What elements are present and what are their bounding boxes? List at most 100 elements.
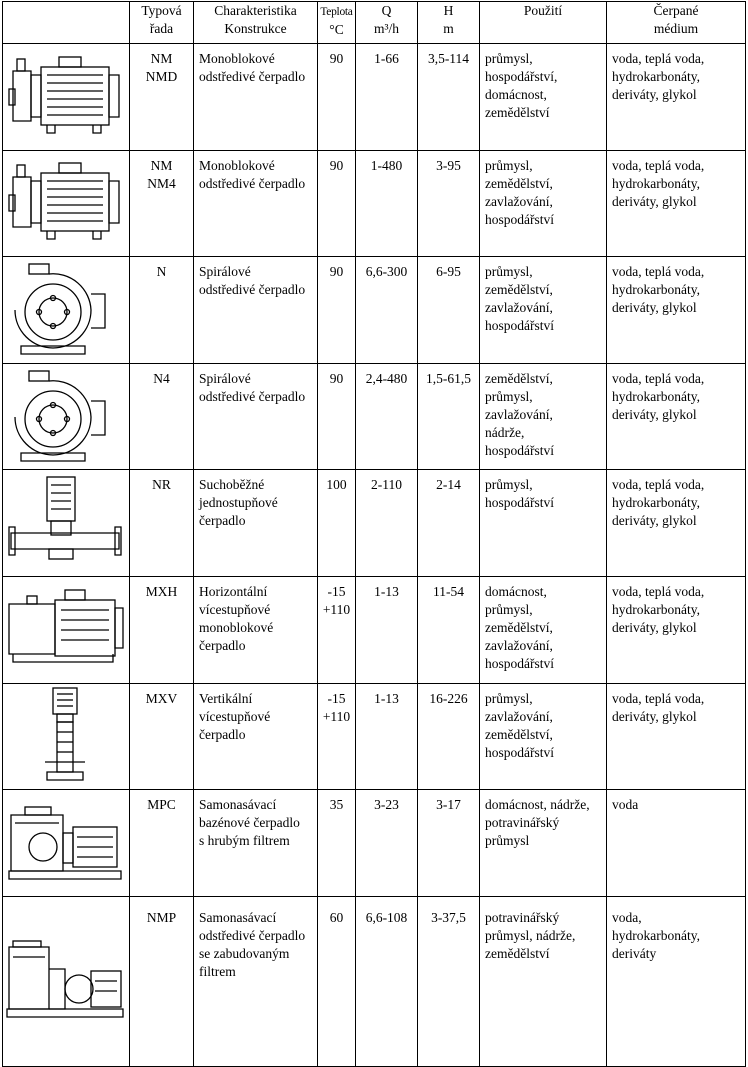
row-series: MPC xyxy=(129,789,194,897)
horizontal-multistage-pump-drawing-icon-svg xyxy=(8,589,124,663)
filter-pump-drawing-icon xyxy=(3,929,129,1033)
row-head: 3-95 xyxy=(417,149,480,258)
row-construction: Monoblokové odstředivé čerpadlo xyxy=(193,43,318,151)
row-head: 6-95 xyxy=(417,256,480,364)
row-series: MXH xyxy=(129,575,194,684)
row-flow: 3-23 xyxy=(355,789,418,897)
row-medium: voda, teplá voda, hydrokarbonáty, derivá… xyxy=(606,469,746,577)
table-row: NMP Samonasávací odstředivé čerpadlo se … xyxy=(2,895,746,1067)
row-series: NR xyxy=(129,469,194,577)
row-flow: 2,4-480 xyxy=(355,362,418,471)
row-series: NM NM4 xyxy=(129,149,194,258)
monoblock-pump-drawing-icon xyxy=(3,45,129,149)
row-temperature: 90 xyxy=(317,256,356,364)
row-medium: voda, hydrokarbonáty, deriváty xyxy=(606,895,746,1067)
row-flow: 1-66 xyxy=(355,43,418,151)
row-image-cell xyxy=(2,789,130,897)
row-temperature: 100 xyxy=(317,469,356,577)
row-medium: voda, teplá voda, hydrokarbonáty, derivá… xyxy=(606,362,746,471)
row-use: průmysl, zemědělství, zavlažování, hospo… xyxy=(479,149,607,258)
row-temperature: 60 xyxy=(317,895,356,1067)
row-use: zemědělství, průmysl, zavlažování, nádrž… xyxy=(479,362,607,471)
row-flow: 2-110 xyxy=(355,469,418,577)
row-image-cell xyxy=(2,469,130,577)
table-row: NM NMD Monoblokové odstředivé čerpadlo 9… xyxy=(2,43,746,151)
vertical-multistage-pump-drawing-icon xyxy=(3,684,129,788)
header-head-label: H xyxy=(443,3,454,18)
row-flow: 1-13 xyxy=(355,575,418,684)
row-image-cell xyxy=(2,43,130,151)
header-series: Typová řada xyxy=(129,1,194,44)
row-flow: 6,6-108 xyxy=(355,895,418,1067)
table-row: MXV Vertikální vícestupňové čerpadlo -15… xyxy=(2,682,746,791)
monoblock-pump-drawing-icon-svg xyxy=(8,162,120,241)
header-use: Použití xyxy=(479,1,607,44)
row-use: průmysl, zavlažování, zemědělství, hospo… xyxy=(479,682,607,791)
row-medium: voda, teplá voda, hydrokarbonáty, derivá… xyxy=(606,256,746,364)
spiral-pump-drawing-icon xyxy=(3,365,129,469)
row-medium: voda, teplá voda, deriváty, glykol xyxy=(606,682,746,791)
row-head: 3-37,5 xyxy=(417,895,480,1067)
monoblock-pump-drawing-icon-svg xyxy=(8,56,120,134)
table-row: N Spirálové odstředivé čerpadlo 90 6,6-3… xyxy=(2,256,746,364)
table-row: NM NM4 Monoblokové odstředivé čerpadlo 9… xyxy=(2,149,746,258)
row-temperature: 35 xyxy=(317,789,356,897)
row-image-cell xyxy=(2,149,130,258)
header-head-unit: m xyxy=(443,21,454,36)
row-image-cell xyxy=(2,575,130,684)
spiral-pump-drawing-icon-svg xyxy=(14,369,106,462)
filter-pump-drawing-icon-svg xyxy=(6,940,124,1018)
row-use: průmysl, hospodářství, domácnost, zemědě… xyxy=(479,43,607,151)
row-medium: voda, teplá voda, hydrokarbonáty, derivá… xyxy=(606,575,746,684)
row-image-cell xyxy=(2,362,130,471)
row-use: domácnost, nádrže, potravinářský průmysl xyxy=(479,789,607,897)
header-flow-unit: m³/h xyxy=(373,21,400,36)
row-temperature: 90 xyxy=(317,149,356,258)
row-head: 3,5-114 xyxy=(417,43,480,151)
row-construction: Samonasávací bazénové čerpadlo s hrubým … xyxy=(193,789,318,897)
row-image-cell xyxy=(2,895,130,1067)
row-medium: voda, teplá voda, hydrokarbonáty, derivá… xyxy=(606,43,746,151)
header-image xyxy=(2,1,130,44)
header-medium: Čerpané médium xyxy=(606,1,746,44)
table-row: MXH Horizontální vícestupňové monoblokov… xyxy=(2,575,746,684)
header-head: H m xyxy=(417,1,480,44)
row-series: NMP xyxy=(129,895,194,1067)
row-construction: Suchoběžné jednostupňové čerpadlo xyxy=(193,469,318,577)
vertical-multistage-pump-drawing-icon-svg xyxy=(45,687,85,782)
spiral-pump-drawing-icon-svg xyxy=(14,263,106,355)
row-head: 1,5-61,5 xyxy=(417,362,480,471)
row-medium: voda, teplá voda, hydrokarbonáty, derivá… xyxy=(606,149,746,258)
row-head: 11-54 xyxy=(417,575,480,684)
row-series: NM NMD xyxy=(129,43,194,151)
row-medium: voda xyxy=(606,789,746,897)
row-head: 16-226 xyxy=(417,682,480,791)
row-head: 2-14 xyxy=(417,469,480,577)
table-row: N4 Spirálové odstředivé čerpadlo 90 2,4-… xyxy=(2,362,746,471)
row-use: potravinářský průmysl, nádrže, zemědělst… xyxy=(479,895,607,1067)
row-flow: 6,6-300 xyxy=(355,256,418,364)
row-series: N xyxy=(129,256,194,364)
table-row: MPC Samonasávací bazénové čerpadlo s hru… xyxy=(2,789,746,897)
row-use: průmysl, zemědělství, zavlažování, hospo… xyxy=(479,256,607,364)
row-construction: Horizontální vícestupňové monoblokové če… xyxy=(193,575,318,684)
row-series: N4 xyxy=(129,362,194,471)
header-flow-label: Q xyxy=(381,3,392,18)
header-construction: Charakteristika Konstrukce xyxy=(193,1,318,44)
horizontal-multistage-pump-drawing-icon xyxy=(3,578,129,682)
row-image-cell xyxy=(2,682,130,791)
header-row: Typová řada Charakteristika Konstrukce T… xyxy=(2,1,746,44)
inline-pump-drawing-icon xyxy=(3,471,129,575)
inline-pump-drawing-icon-svg xyxy=(8,476,122,560)
row-flow: 1-480 xyxy=(355,149,418,258)
row-temperature: -15 +110 xyxy=(317,575,356,684)
row-use: průmysl, hospodářství xyxy=(479,469,607,577)
header-temperature-unit: °C xyxy=(329,22,344,37)
row-construction: Vertikální vícestupňové čerpadlo xyxy=(193,682,318,791)
header-temperature-label: Teplota xyxy=(320,6,353,18)
header-flow: Q m³/h xyxy=(355,1,418,44)
pool-pump-drawing-icon xyxy=(3,791,129,895)
row-construction: Spirálové odstředivé čerpadlo xyxy=(193,256,318,364)
row-series: MXV xyxy=(129,682,194,791)
